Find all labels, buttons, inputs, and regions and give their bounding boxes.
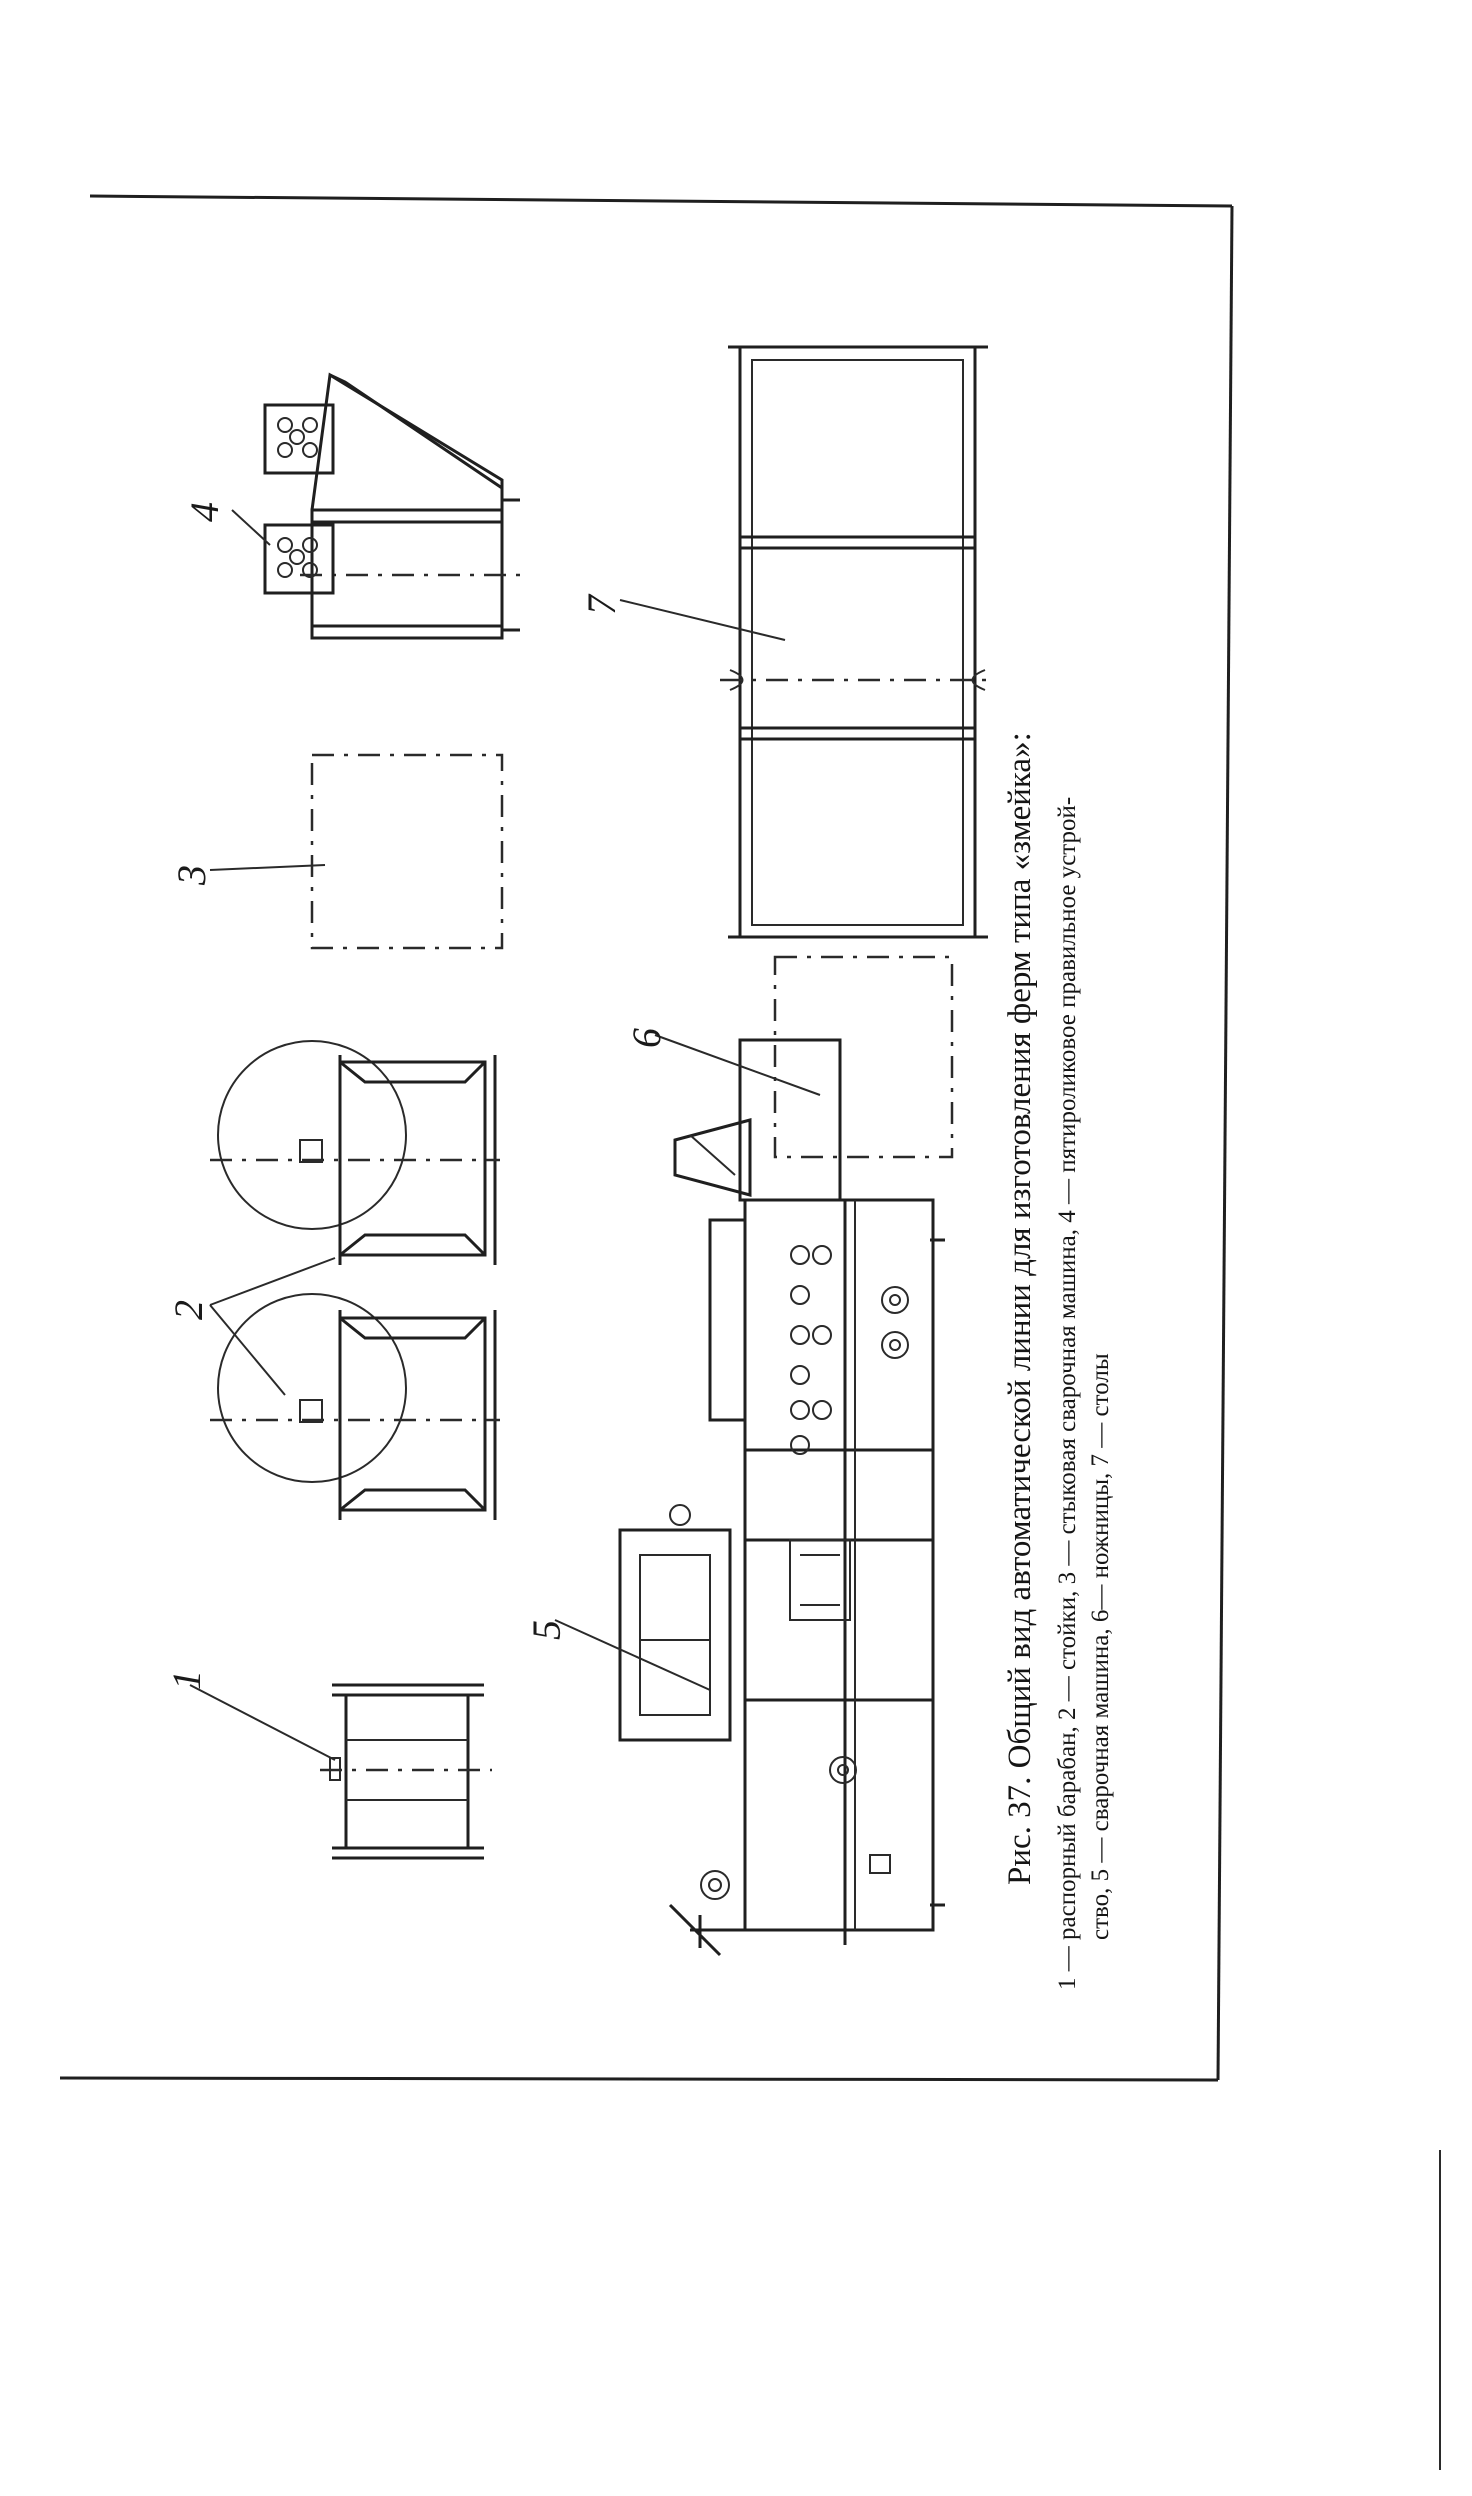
frame-right-line: [1216, 205, 1234, 2081]
caption-legend-line-2: ство, 5 — сварочная машина, 6— ножницы, …: [1087, 1353, 1114, 1940]
caption-title: Рис. 37. Общий вид автоматической линии …: [1002, 732, 1038, 1885]
label-6: 6: [624, 1028, 669, 1048]
label-3: 3: [169, 865, 214, 886]
tables: [720, 345, 990, 939]
frame-bottom-line: [59, 2076, 1219, 2082]
label-2: 2: [166, 1300, 211, 1320]
coil-stand-left: [210, 1293, 500, 1520]
shears-outline: [773, 955, 954, 1159]
leader-lines: [189, 509, 821, 1761]
label-4: 4: [182, 502, 227, 522]
welding-machine: [618, 1038, 945, 1957]
coil-stand-right: [210, 1040, 500, 1265]
label-1: 1: [164, 1670, 209, 1690]
label-5: 5: [524, 1620, 569, 1640]
straightening-device: [263, 372, 520, 640]
label-7: 7: [579, 593, 624, 615]
caption-legend-line-1: 1 — распорный барабан, 2 — стойки, 3 — с…: [1054, 797, 1081, 1990]
frame-top-line: [89, 194, 1233, 208]
butt-welding-machine-outline: [310, 753, 504, 950]
expanding-drum: [320, 1683, 492, 1860]
